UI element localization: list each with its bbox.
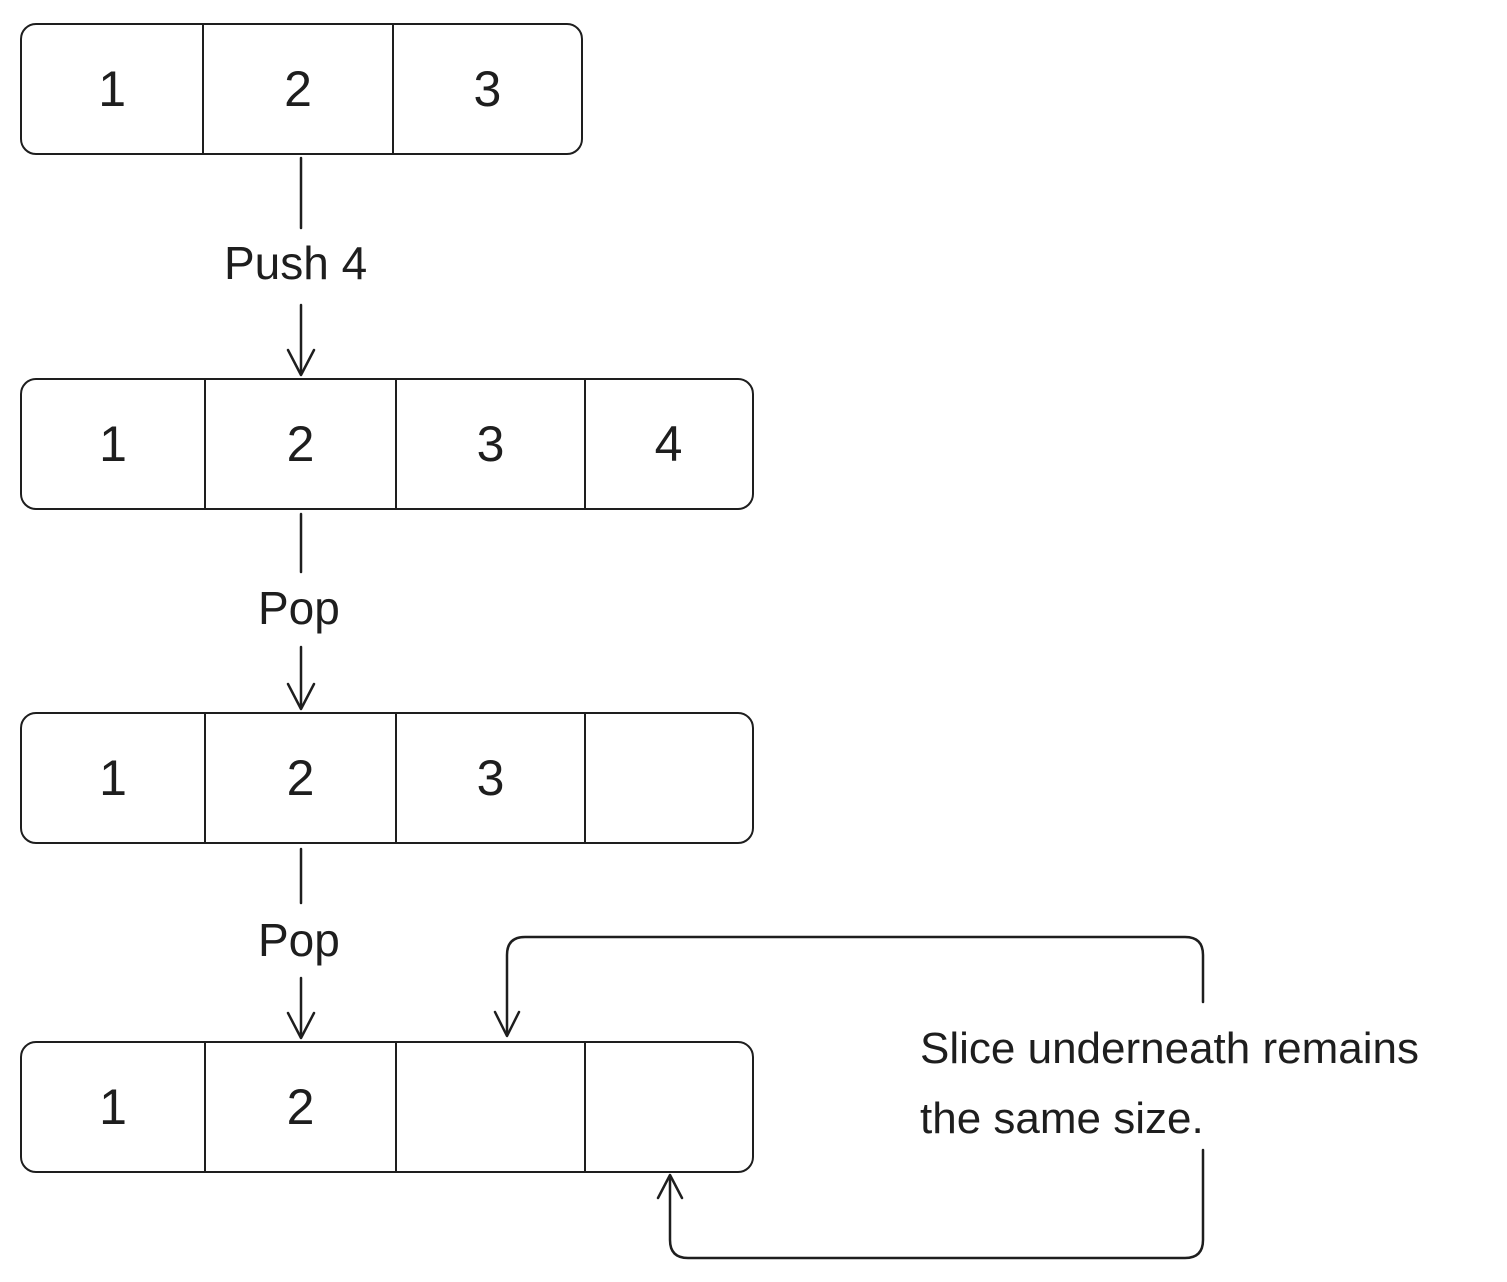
slice-cell-empty <box>397 1043 586 1171</box>
slice-cell: 2 <box>206 380 397 508</box>
slice-cell: 2 <box>204 25 394 153</box>
slice-cell: 1 <box>22 380 206 508</box>
slice-cell: 3 <box>473 61 502 117</box>
slice-cell: 4 <box>654 416 683 472</box>
slice-cell: 2 <box>206 714 397 842</box>
slice-row-initial: 1 2 3 <box>20 23 583 155</box>
slice-cell: 3 <box>397 380 586 508</box>
note-line: Slice underneath remains <box>920 1024 1419 1073</box>
slice-cell-empty <box>586 714 751 842</box>
pop-operation-label: Pop <box>258 914 340 966</box>
slice-row-after-push: 1 2 3 4 <box>20 378 754 510</box>
arrow-head-down-icon <box>493 1010 521 1038</box>
slice-row-after-first-pop: 1 2 3 <box>20 712 754 844</box>
slice-cell: 1 <box>22 714 206 842</box>
pop-operation-label: Pop <box>258 582 340 634</box>
slice-cell: 1 <box>22 1043 206 1171</box>
note-line: the same size. <box>920 1094 1204 1143</box>
push-operation-label: Push 4 <box>224 237 368 289</box>
arrow-head-down-icon <box>286 1011 316 1040</box>
slice-cell: 1 <box>22 25 205 153</box>
slice-cell: 2 <box>206 1043 397 1171</box>
arrow-head-down-icon <box>286 682 316 711</box>
arrow-head-up-icon <box>656 1173 684 1200</box>
slice-cell-empty <box>586 1043 751 1171</box>
arrow-head-down-icon <box>286 348 316 377</box>
capacity-note: Slice underneath remains the same size. <box>920 1014 1419 1154</box>
slice-row-after-second-pop: 1 2 <box>20 1041 754 1173</box>
slice-cell: 3 <box>397 714 586 842</box>
